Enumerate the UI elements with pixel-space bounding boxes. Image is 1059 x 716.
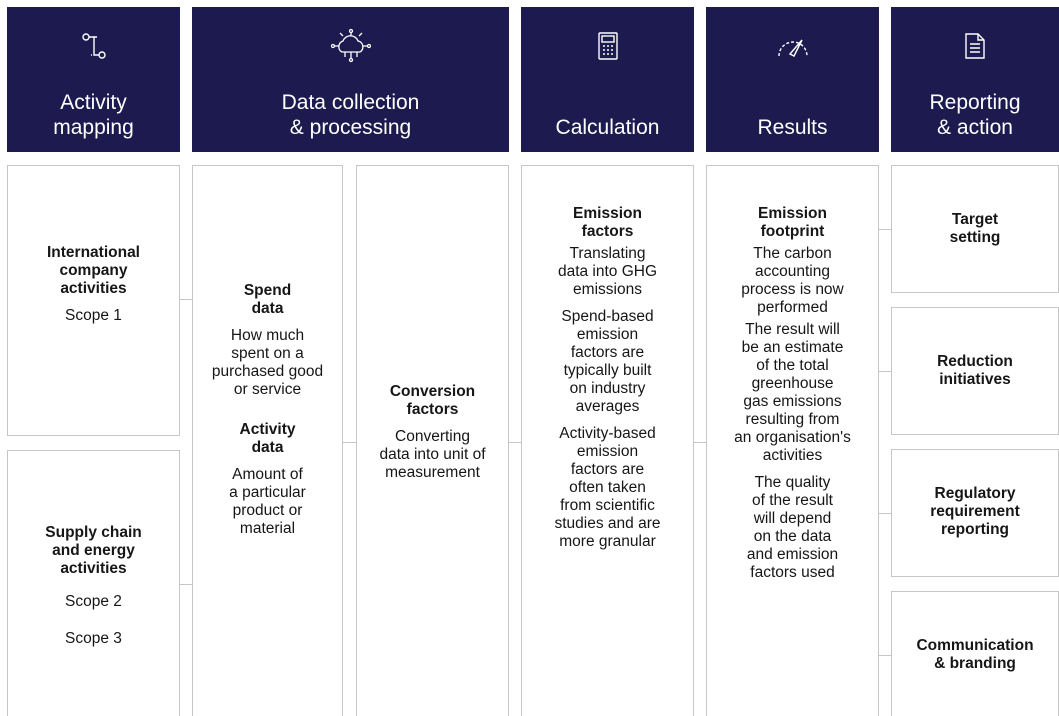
connector bbox=[509, 442, 521, 443]
header-title: Results bbox=[757, 116, 828, 139]
connector bbox=[879, 655, 891, 656]
connector bbox=[879, 513, 891, 514]
international-title: International company activities bbox=[46, 244, 140, 297]
communication-branding-box: Communication& branding bbox=[891, 591, 1059, 716]
scope-1-label: Scope 1 bbox=[65, 307, 122, 324]
route-icon bbox=[79, 29, 109, 63]
connector bbox=[879, 229, 891, 230]
connector bbox=[879, 371, 891, 372]
cloud-network-icon bbox=[330, 28, 371, 63]
header-results: Results bbox=[706, 7, 879, 152]
header-title: Data collection& processing bbox=[281, 91, 420, 139]
scope-3-label: Scope 3 bbox=[65, 630, 122, 647]
connector bbox=[180, 299, 192, 300]
supply-chain-activities-box: Supply chain and energy activities Scope… bbox=[7, 450, 180, 716]
header-reporting: Reporting& action bbox=[891, 7, 1059, 152]
header-title: Reporting& action bbox=[929, 91, 1021, 139]
communication-branding-label: Communication& branding bbox=[916, 637, 1034, 672]
supply-chain-title: Supply chain and energy activities bbox=[45, 524, 142, 577]
document-icon bbox=[964, 29, 986, 63]
connector bbox=[343, 442, 356, 443]
gauge-icon bbox=[776, 29, 810, 63]
header-data-collection: Data collection& processing bbox=[192, 7, 509, 152]
header-title: Calculation bbox=[555, 116, 660, 139]
international-activities-box: International company activities Scope 1 bbox=[7, 165, 180, 436]
connector bbox=[694, 442, 706, 443]
calculator-icon bbox=[596, 29, 620, 63]
connector bbox=[180, 584, 192, 585]
header-calculation: Calculation bbox=[521, 7, 694, 152]
scope-2-label: Scope 2 bbox=[65, 593, 122, 610]
